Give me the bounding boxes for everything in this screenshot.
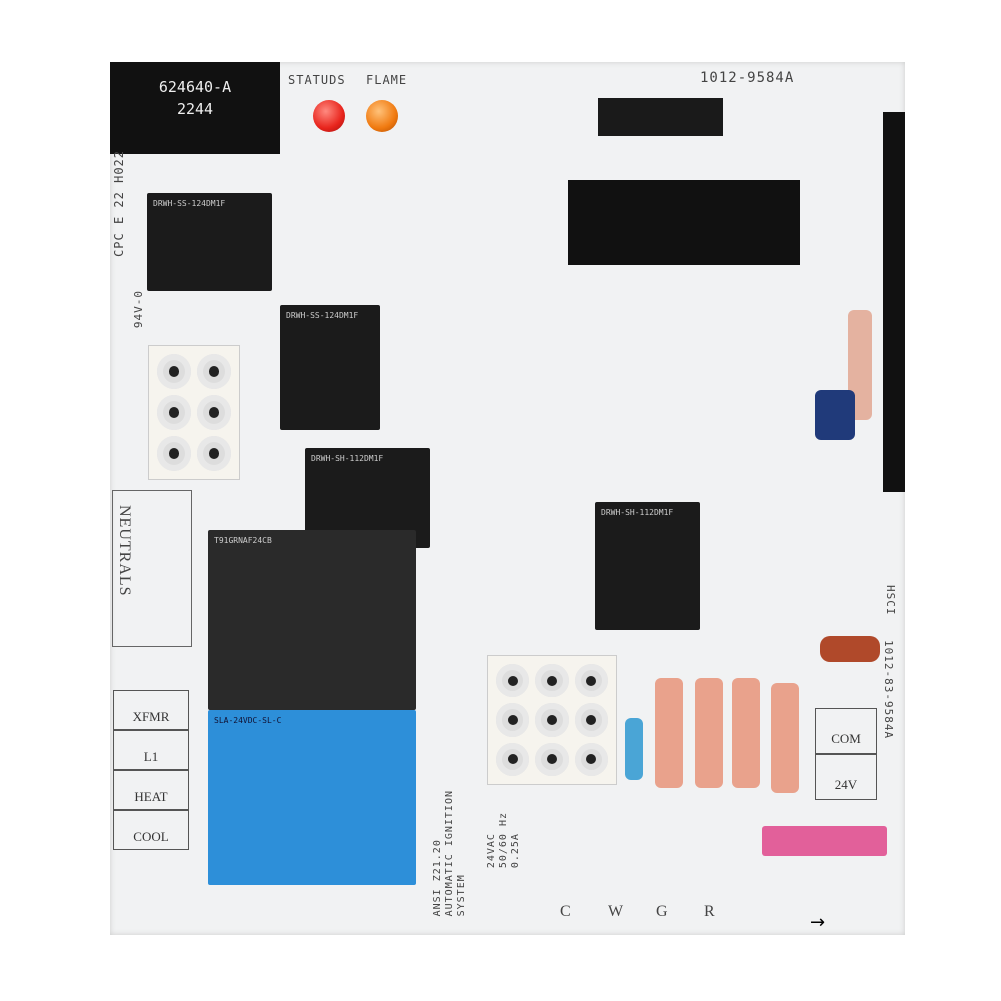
relay-text: SLA-24VDC-SL-C [214,716,282,725]
terminal-g[interactable]: G [656,903,668,920]
pin [157,354,191,389]
power-resistor [695,678,723,788]
pin [197,436,231,471]
pin [574,664,608,698]
power-resistor [732,678,760,788]
relay-k4: DRWH-SH-112DM1F [595,502,700,630]
hsci-label: HSCI [884,585,897,616]
terminal-r[interactable]: R [704,903,715,920]
relay-text: DRWH-SH-112DM1F [601,508,674,517]
right-terminal-block: COM 24V [815,708,877,800]
terminal-24v[interactable]: 24V [815,754,877,800]
neutrals-label: NEUTRALS [116,505,133,597]
board-number: 1012-9584A [700,70,795,86]
pin [535,664,569,698]
relay-text: DRWH-SS-124DM1F [153,199,226,208]
rating-text: 24VAC 50/60 Hz 0.25A [486,812,522,868]
relay-text: T91GRNAF24CB [214,536,272,545]
right-side-number: 1012-83-9584A [882,640,895,740]
ansi-line: AUTOMATIC IGNITION [444,790,455,917]
pin [535,742,569,776]
power-resistor [771,683,799,793]
left-terminal-block: XFMR L1 HEAT COOL [113,690,189,850]
power-resistor [655,678,683,788]
side-marking: CPC E 22 H022 [112,150,126,257]
relay-blower: T91GRNAF24CB [208,530,416,710]
connector-6pin[interactable] [148,345,240,480]
pin [574,703,608,737]
terminal-w[interactable]: W [608,903,624,920]
date-code: 2244 [176,100,214,118]
neutral-terminals[interactable] [112,490,192,647]
relay-k3: DRWH-SS-124DM1F [280,305,380,430]
terminal-com[interactable]: COM [815,708,877,754]
relay-text: DRWH-SS-124DM1F [286,311,359,320]
connector-9pin[interactable] [487,655,617,785]
part-number: 624640-A [158,78,232,96]
pin [157,436,191,471]
pin [535,703,569,737]
terminal-xfmr[interactable]: XFMR [113,690,189,730]
ansi-text: ANSI Z21.20 AUTOMATIC IGNITION SYSTEM [432,790,468,916]
microcontroller-chip [568,180,800,265]
terminal-c[interactable]: C [560,903,571,920]
relay-k6: DRWH-SS-124DM1F [147,193,272,291]
pin [574,742,608,776]
pin [197,395,231,430]
capacitor-film [820,636,880,662]
rating-marking: 94V-0 [132,290,145,329]
rating-line: 0.25A [510,833,521,869]
heatsink-strip [883,112,905,492]
rating-line: 50/60 Hz [498,812,509,869]
pin [197,354,231,389]
ic-chip-small [598,98,723,136]
part-label: 624640-A 2244 [110,62,280,154]
ansi-line: ANSI Z21.20 [432,839,443,917]
flame-led-label: FLAME [366,73,408,87]
terminal-heat[interactable]: HEAT [113,770,189,810]
rating-line: 24VAC [486,833,497,869]
relay-text: DRWH-SH-112DM1F [311,454,384,463]
pin [496,742,530,776]
ansi-line: SYSTEM [456,874,467,917]
resistor-blue [625,718,643,780]
arrow-icon: → [810,912,826,933]
flame-led [366,100,398,132]
pin [496,703,530,737]
terminal-cool[interactable]: COOL [113,810,189,850]
terminal-l1[interactable]: L1 [113,730,189,770]
status-led-label: STATUDS [288,73,346,87]
status-led [313,100,345,132]
pin [496,664,530,698]
fuse[interactable] [762,826,887,856]
pin [157,395,191,430]
relay-inducer: SLA-24VDC-SL-C [208,710,416,885]
capacitor-electrolytic [815,390,855,440]
